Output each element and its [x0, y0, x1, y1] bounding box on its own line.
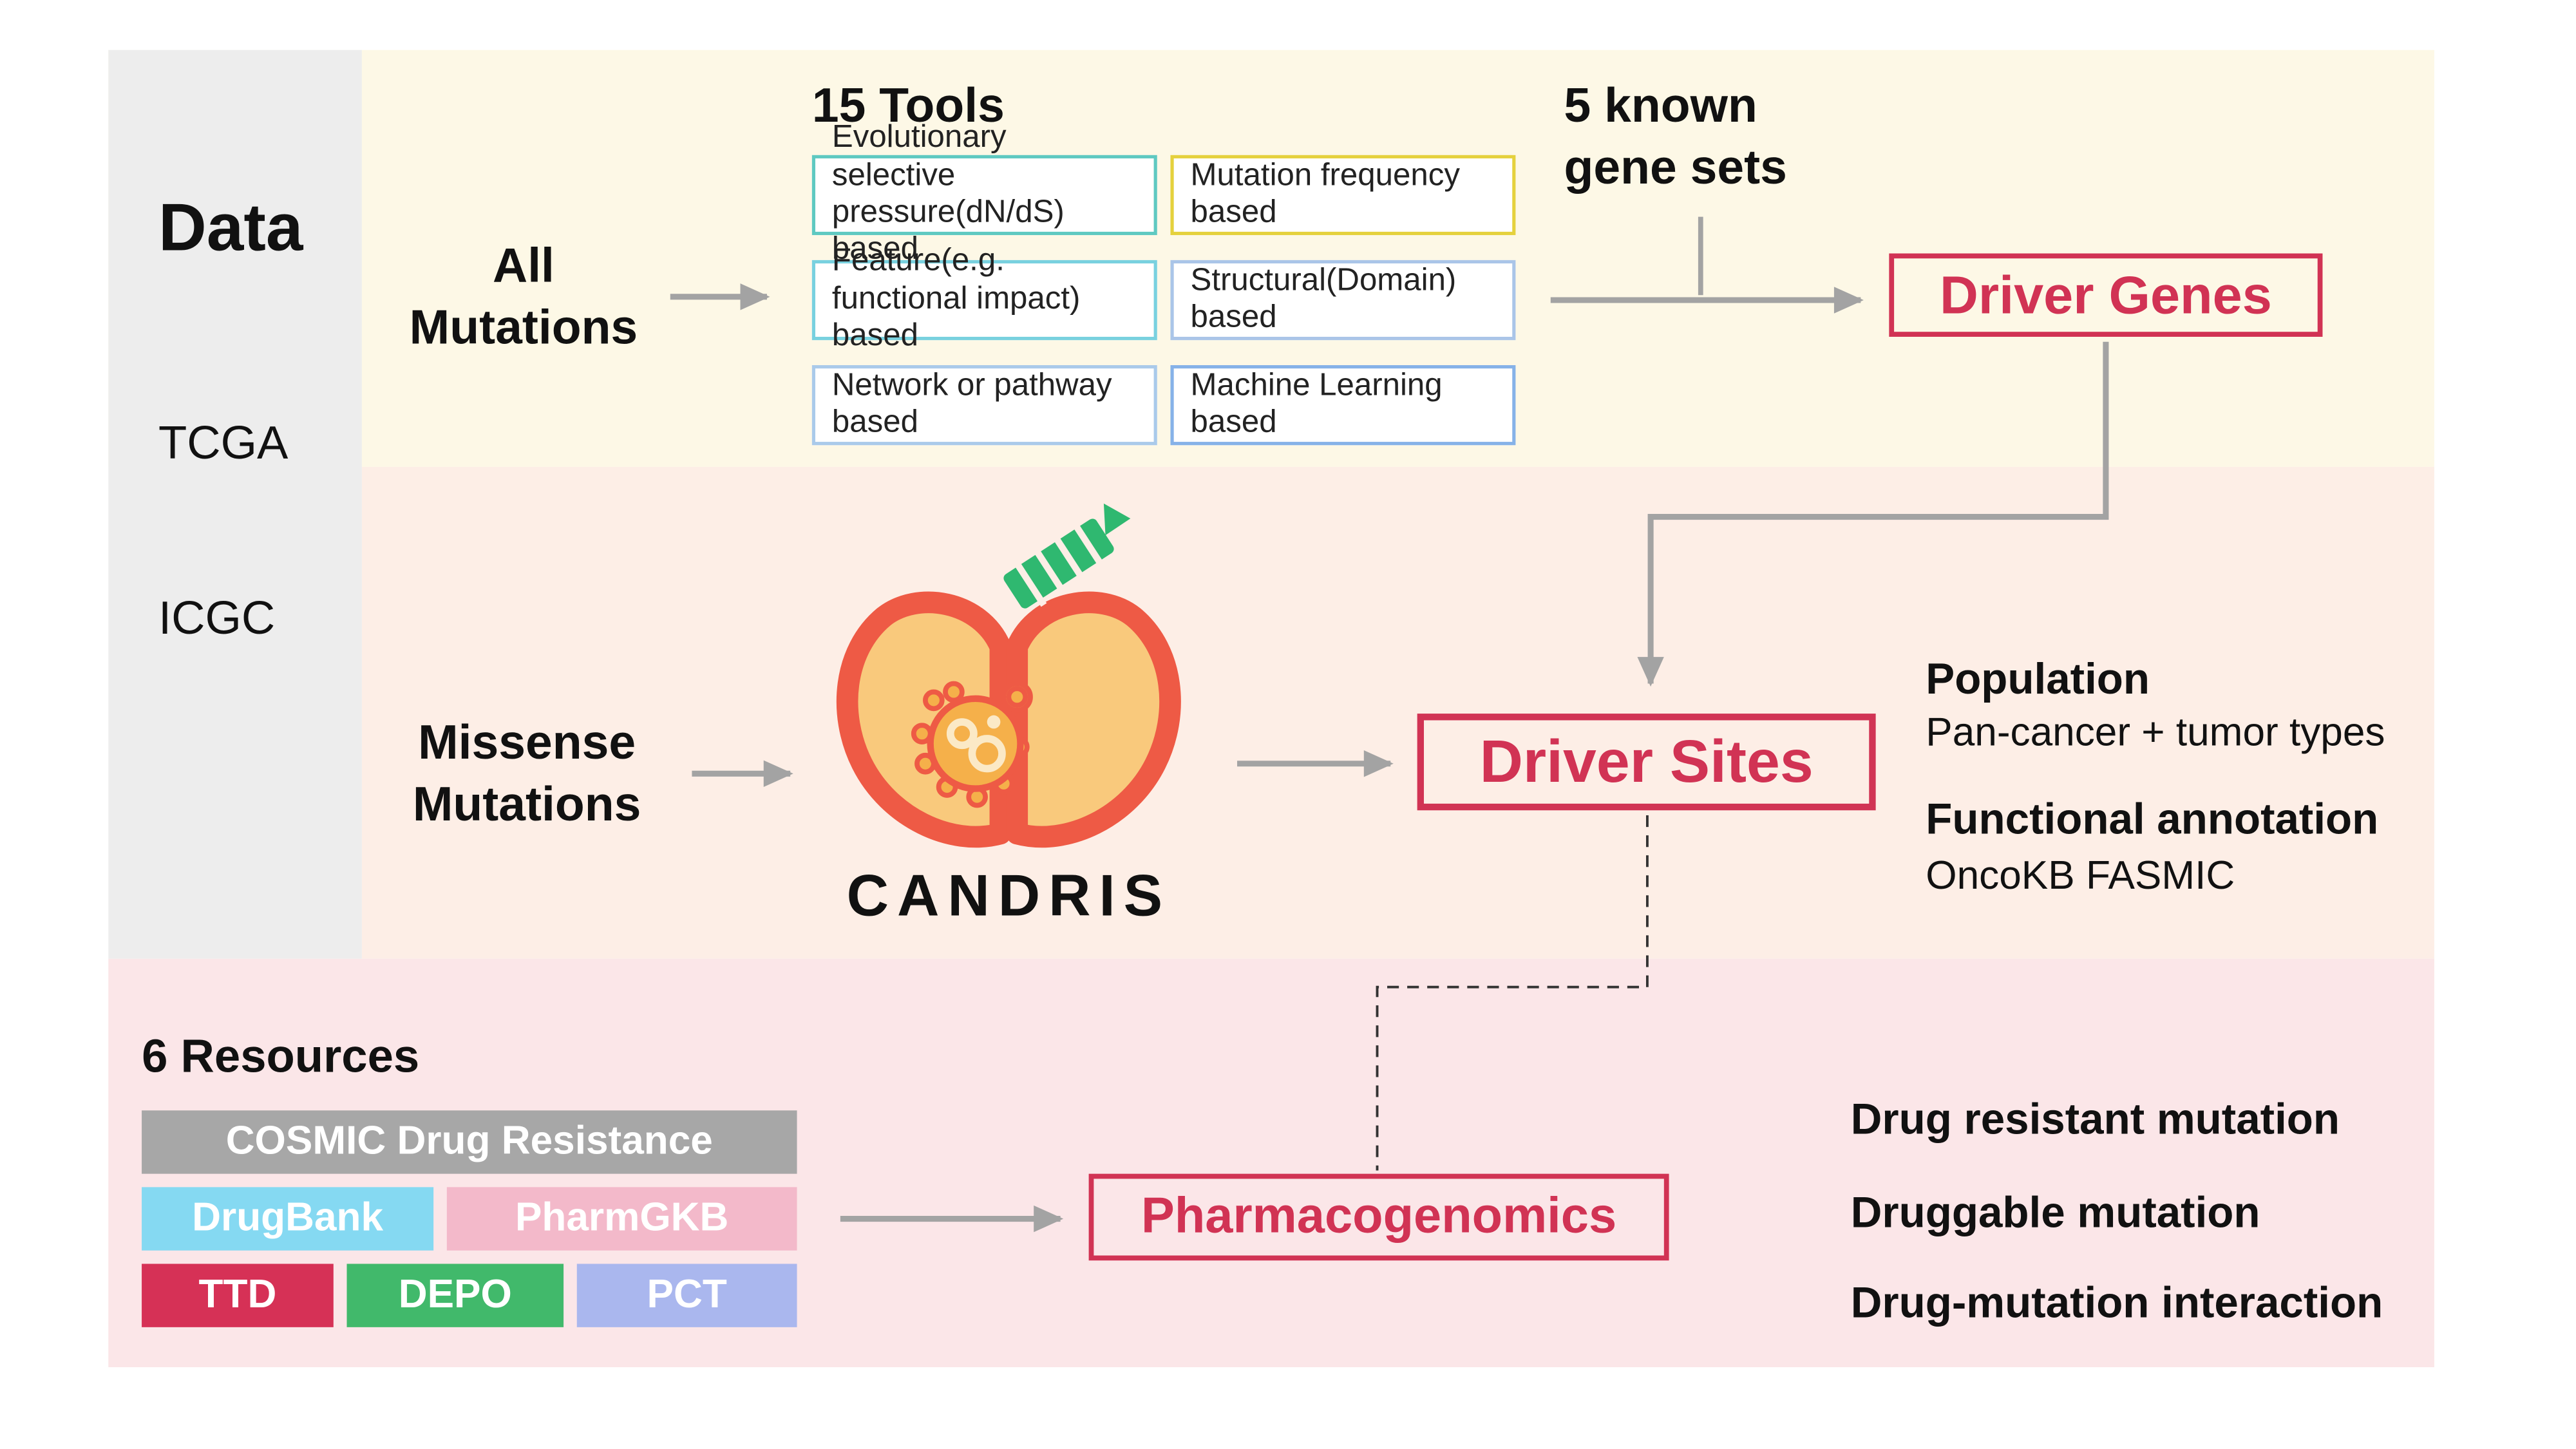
population-detail: Pan-cancer + tumor types: [1926, 710, 2385, 755]
functional-annotation-detail: OncoKB FASMIC: [1926, 853, 2235, 899]
driver-genes-box: Driver Genes: [1889, 253, 2323, 337]
data-panel-title: Data: [158, 191, 303, 265]
tool-box-feature: Feature(e.g. functional impact) based: [811, 244, 1157, 354]
leaf-tip: [1103, 503, 1131, 536]
resources-heading: 6 Resources: [142, 1030, 420, 1083]
output-drug-mutation-interaction: Drug-mutation interaction: [1850, 1277, 2383, 1327]
dna-leaf-icon: [1003, 503, 1131, 609]
apple-right-half: [1006, 591, 1181, 848]
resource-pct: PCT: [576, 1264, 797, 1327]
tools-heading: 15 Tools: [811, 80, 1005, 134]
resource-ttd: TTD: [142, 1264, 334, 1327]
known-gene-sets-label: 5 known gene sets: [1564, 80, 1787, 196]
arrow-drivergenes-to-driversites: [1637, 341, 2109, 687]
tool-box-mutation-frequency: Mutation frequency based: [1170, 155, 1516, 236]
virus-icon: [911, 681, 1033, 808]
data-source-icgc: ICGC: [158, 592, 276, 644]
candris-apple-icon: [836, 503, 1181, 848]
missense-mutations-label: Missense Mutations: [412, 717, 641, 833]
tool-box-machine-learning: Machine Learning based: [1170, 365, 1516, 446]
population-heading: Population: [1926, 653, 2150, 704]
functional-annotation-heading: Functional annotation: [1926, 793, 2379, 844]
data-source-tcga: TCGA: [158, 417, 289, 469]
candris-logo: CANDRIS: [817, 500, 1200, 934]
pharmacogenomics-label: Pharmacogenomics: [1141, 1188, 1617, 1244]
resource-drugbank: DrugBank: [142, 1187, 434, 1251]
driver-genes-label: Driver Genes: [1940, 264, 2272, 325]
tool-box-network: Network or pathway based: [811, 365, 1157, 446]
data-panel: Data TCGA ICGC: [108, 50, 362, 959]
resource-cosmic-drug-resistance: COSMIC Drug Resistance: [142, 1110, 797, 1174]
output-druggable-mutation: Druggable mutation: [1850, 1187, 2260, 1238]
driver-sites-box: Driver Sites: [1417, 714, 1876, 811]
band-missense-mutations: [361, 466, 2434, 959]
tool-box-structural: Structural(Domain) based: [1170, 260, 1516, 341]
candris-wordmark: CANDRIS: [846, 864, 1171, 929]
output-drug-resistant-mutation: Drug resistant mutation: [1850, 1094, 2340, 1144]
resource-depo: DEPO: [346, 1264, 564, 1327]
tool-box-evolutionary: Evolutionary selective pressure(dN/dS) b…: [811, 120, 1157, 267]
driver-sites-label: Driver Sites: [1479, 726, 1814, 795]
pharmacogenomics-box: Pharmacogenomics: [1088, 1173, 1669, 1261]
dashed-driversites-to-pharmacogenomics: [1376, 815, 1649, 1171]
resource-pharmgkb: PharmGKB: [446, 1187, 797, 1251]
all-mutations-label: All Mutations: [409, 240, 638, 355]
